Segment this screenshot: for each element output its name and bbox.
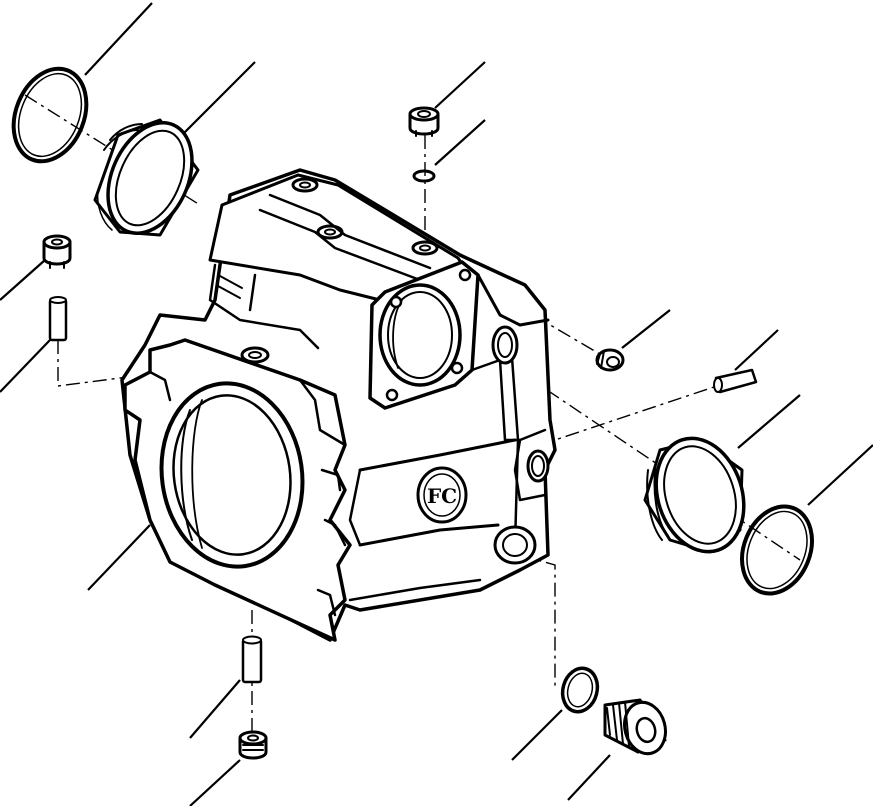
leader-washer-top [434, 119, 486, 166]
leader-pin-bottom [189, 679, 241, 739]
o-ring-upper-left [11, 66, 89, 164]
pin-left [48, 296, 68, 342]
bearing-cup-right [643, 436, 746, 554]
leader-pin-left [0, 339, 51, 393]
screw-left [42, 234, 72, 269]
screw-top [408, 106, 440, 137]
leader-screw-bottom [189, 759, 241, 806]
washer-bottom [560, 666, 600, 714]
leader-housing [87, 524, 151, 591]
leader-screw-top [434, 61, 486, 109]
bearing-cup-upper-left [93, 118, 200, 237]
logo-text: FC [427, 484, 457, 508]
leader-plug-bottom [567, 754, 611, 801]
leader-bearing-cup-upper [181, 61, 256, 136]
screw-bottom [238, 730, 268, 760]
leader-plug-right [621, 309, 671, 349]
leader-o-ring-upper [84, 2, 153, 76]
leader-screw-left [0, 259, 46, 301]
fc-logo: FC [416, 466, 468, 524]
transmission-housing: FC [120, 168, 557, 642]
pin-bottom [241, 635, 263, 684]
leader-washer-bottom [511, 709, 563, 761]
pin-right [713, 368, 758, 394]
leader-pin-right [734, 329, 779, 371]
o-ring-right [740, 504, 814, 596]
leader-bearing-cup-right [737, 394, 801, 449]
washer-top [412, 169, 436, 183]
centerline-bottom-right [519, 554, 556, 690]
leader-o-ring-right [807, 444, 873, 506]
plug-bottom [603, 698, 667, 756]
centerline-right-pin [539, 384, 721, 446]
plug-right [595, 348, 625, 372]
